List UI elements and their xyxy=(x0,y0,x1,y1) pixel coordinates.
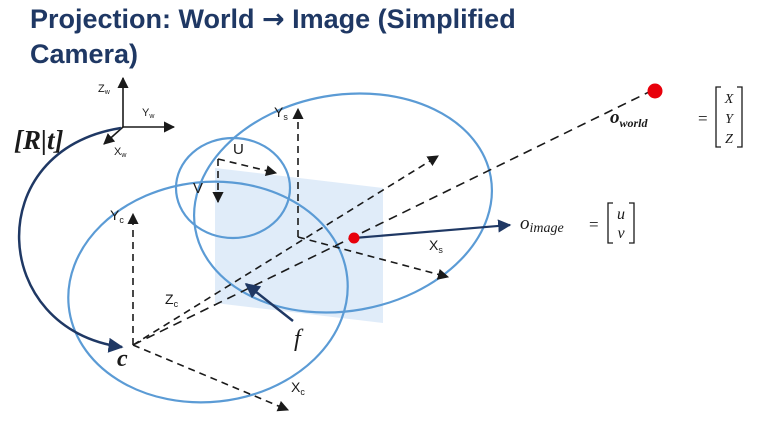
camera-center-label: c xyxy=(117,346,128,372)
right-arrow-icon: → xyxy=(262,4,285,35)
projection-ray xyxy=(132,90,652,346)
svg-text:u: u xyxy=(617,206,625,223)
image-y-label: Ys xyxy=(274,104,288,122)
image-point-arrow xyxy=(353,219,512,240)
title-part-1: Projection: World xyxy=(30,4,263,34)
world-z-label: Zw xyxy=(98,83,111,96)
camera-frame-ellipse xyxy=(67,180,349,404)
focal-length-arrow xyxy=(244,283,294,322)
svg-text:=: = xyxy=(698,109,708,128)
svg-text:Y: Y xyxy=(725,112,735,127)
svg-text:oimage: oimage xyxy=(520,213,564,236)
world-point-marker xyxy=(647,83,663,99)
u-label: U xyxy=(233,141,244,158)
rt-label: [R|t] xyxy=(14,125,63,155)
svg-text:=: = xyxy=(589,215,599,234)
camera-x-label: Xc xyxy=(291,379,305,397)
slide-title: Projection: World → Image (Simplified Ca… xyxy=(30,2,550,71)
image-point-equation: oimage = u v xyxy=(520,202,635,244)
image-axes xyxy=(292,107,450,280)
title-part-2: Image (Simplified Camera) xyxy=(30,4,516,69)
camera-z-label: Zc xyxy=(165,291,179,309)
world-frame-ellipse xyxy=(192,92,494,314)
camera-y-label: Yc xyxy=(110,207,124,225)
image-plane-ellipse xyxy=(174,136,292,240)
svg-text:oworld: oworld xyxy=(610,107,649,130)
world-point-equation: oworld = X Y Z xyxy=(610,86,743,148)
uv-axes xyxy=(212,158,278,204)
v-label: V xyxy=(193,180,203,197)
image-x-label: Xs xyxy=(429,237,443,255)
transform-arrow xyxy=(17,126,124,353)
world-x-label: Xw xyxy=(114,146,127,159)
world-axes xyxy=(103,76,176,145)
world-y-label: Yw xyxy=(142,107,155,120)
svg-text:v: v xyxy=(617,225,625,242)
focal-length-label: f xyxy=(294,326,304,352)
image-plane xyxy=(215,168,383,323)
camera-axes xyxy=(127,155,439,412)
svg-text:X: X xyxy=(724,92,734,107)
image-point-marker xyxy=(348,232,360,244)
svg-text:Z: Z xyxy=(725,132,733,147)
